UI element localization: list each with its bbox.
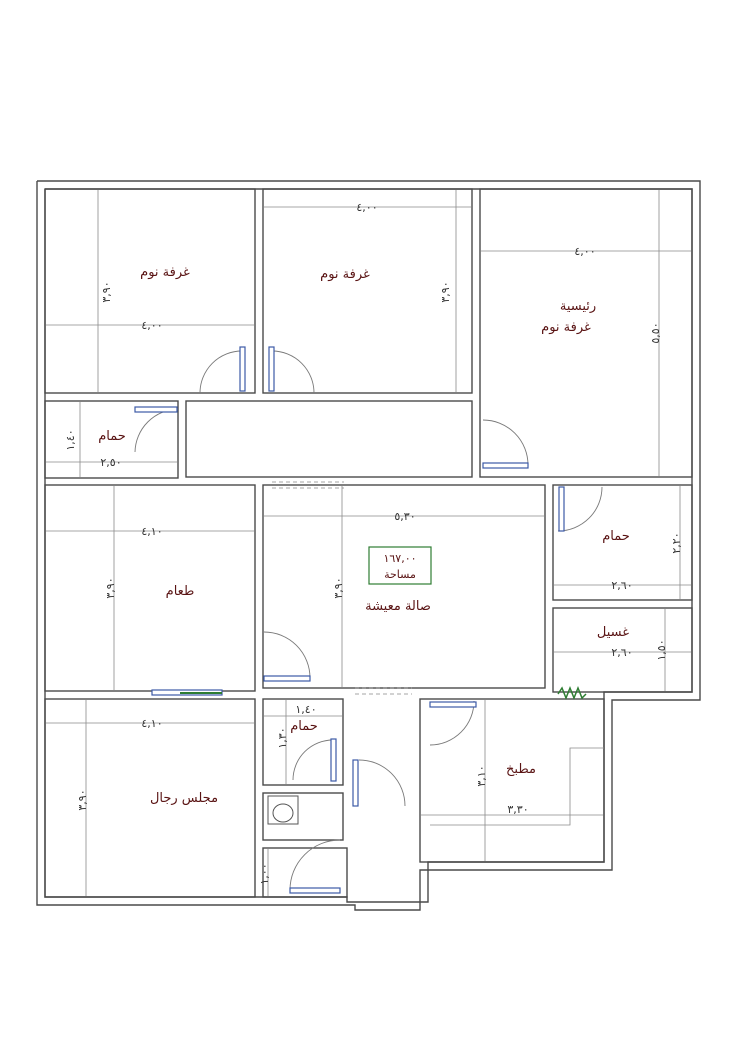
room-labels: غرفة نوم غرفة نوم رئيسية غرفة نوم حمام ح…: [98, 265, 630, 806]
dim-master-h: ٥,٥٠: [649, 322, 662, 343]
dim-master-w: ٤,٠٠: [574, 245, 595, 258]
dim-living-w: ٥,٣٠: [394, 510, 415, 523]
bath-left-outline: [44, 400, 179, 479]
laundry-outline: [552, 607, 693, 693]
door-leaf: [558, 486, 565, 532]
room-label-kitchen: مطبخ: [506, 762, 536, 777]
dim-majlis-h: ٣,٩٠: [76, 789, 89, 810]
door-leaf: [330, 738, 337, 782]
hall-outline: [185, 400, 473, 478]
door-leaf: [263, 675, 311, 682]
area-value: ١٦٧,٠٠: [383, 552, 416, 565]
room-label-laundry: غسيل: [597, 625, 629, 640]
room-label-dining: طعام: [166, 584, 195, 599]
dim-bath-left-h: ١,٤٠: [64, 429, 77, 450]
toilet-icon: [267, 795, 299, 825]
room-label-living: صالة معيشة: [365, 599, 431, 614]
toilet-cell-outline: [262, 792, 344, 841]
room-label-bath-small: حمام: [290, 719, 318, 734]
room-label-bath-left: حمام: [98, 429, 126, 444]
dim-bath-left-w: ٢,٥٠: [100, 456, 121, 469]
room-label-bedroom-left: غرفة نوم: [140, 265, 190, 280]
door-leaf: [289, 887, 341, 894]
dim-kitchen-h: ٣,١٠: [475, 765, 488, 786]
area-box: [368, 546, 432, 585]
room-label-bedroom-middle: غرفة نوم: [320, 267, 370, 282]
dim-bed2-h: ٣,٩٠: [439, 281, 452, 302]
door-leaf: [134, 406, 178, 413]
door-leaf: [429, 701, 477, 708]
dim-corridor-h: ١,٠٠: [258, 863, 271, 884]
door-leaf: [482, 462, 529, 469]
dim-bed1-w: ٤,٠٠: [141, 319, 162, 332]
corridor-outline: [262, 847, 348, 898]
dim-bath-small-w: ١,٤٠: [295, 703, 316, 716]
dim-bath-small-h: ١,٣٠: [276, 727, 289, 748]
dim-majlis-w: ٤,١٠: [141, 717, 162, 730]
dimension-labels: ٣,٩٠ ٤,٠٠ ٤,٠٠ ٣,٩٠ ٤,٠٠ ٥,٥٠ ١,٤٠ ٢,٥٠ …: [64, 201, 683, 885]
door-leaf: [352, 759, 359, 807]
dimension-lines: [46, 190, 691, 896]
dim-kitchen-w: ٣,٣٠: [507, 803, 528, 816]
bedroom-left-outline: [44, 188, 256, 394]
door-leaf: [268, 346, 275, 392]
area-label: مساحة: [384, 568, 416, 581]
doors: [134, 346, 603, 894]
door-leaf: [239, 346, 246, 392]
dining-outline: [44, 484, 256, 692]
dim-bed1-h: ٣,٩٠: [100, 281, 113, 302]
dim-bath-right-h: ٢,٢٠: [670, 532, 683, 553]
dim-bath-right-w: ٢,٦٠: [611, 579, 632, 592]
kitchen-outline: [419, 698, 605, 863]
openings: [272, 481, 412, 695]
room-label-bath-right: حمام: [602, 529, 630, 544]
room-label-master-line1: رئيسية: [560, 299, 596, 314]
outer-walls: [36, 180, 701, 911]
bath-right-outline: [552, 484, 693, 601]
dim-dining-h: ٣,٩٠: [104, 577, 117, 598]
dim-living-h: ٣,٩٠: [332, 577, 345, 598]
bath-small-outline: [262, 698, 344, 786]
dim-laundry-w: ٢,٦٠: [611, 646, 632, 659]
master-bedroom-outline: [479, 188, 693, 478]
dim-laundry-h: ١,٥٠: [655, 639, 668, 660]
room-label-master-line2: غرفة نوم: [541, 320, 591, 335]
window-zigzag-icon: [557, 685, 587, 701]
room-label-majlis: مجلس رجال: [150, 791, 218, 806]
room-outlines: [44, 188, 693, 898]
dim-bed2-w: ٤,٠٠: [356, 201, 377, 214]
dim-dining-w: ٤,١٠: [141, 525, 162, 538]
bedroom-middle-outline: [262, 188, 473, 394]
majlis-outline: [44, 698, 256, 898]
